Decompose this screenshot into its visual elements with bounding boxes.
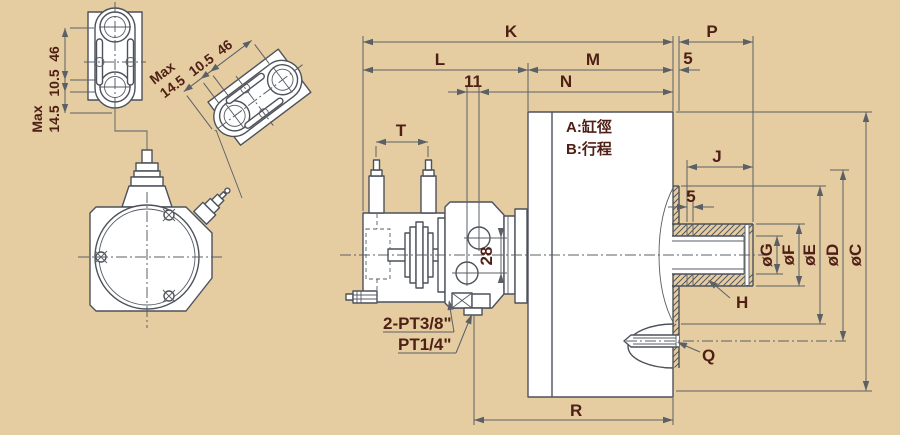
arrowhead [363,66,373,74]
arrowhead [663,66,673,74]
arrowhead [479,88,489,96]
arrowhead [839,331,847,341]
dim-max-label: Max [29,105,45,132]
port-nipple [463,307,483,316]
arrowhead [795,276,803,286]
arrowhead [693,203,703,211]
dim-dia-G: øG [757,243,776,267]
label-port-pt14: PT1/4" [398,335,451,354]
arrowhead [457,88,467,96]
plan-view-device: 46 10.5 Max 14.5 [29,2,146,133]
arrowhead [708,280,718,289]
projection-line-plan [114,109,148,161]
dim-dia-E: øE [800,244,819,266]
dim-R: R [570,401,582,420]
arrowhead [679,66,689,74]
bottom-lobe [627,323,674,369]
corner-fitting [193,187,231,225]
dim-28: 28 [477,247,496,266]
dim-11: 11 [464,72,482,91]
rear-fitting [352,290,378,304]
arrowhead [497,228,505,238]
dim-14-5-label: 14.5 [46,105,62,132]
dim-K: K [505,22,518,41]
dim-J: J [712,147,721,166]
dim-dia-D: øD [823,244,842,267]
dim-H: H [736,293,748,312]
dim-dia-F: øF [779,245,798,266]
label-ports-pt38: 2-PT3/8" [383,314,452,333]
arrowhead [773,264,781,274]
dim-P: P [706,22,717,41]
arrowhead [528,66,538,74]
arrowhead [743,163,753,171]
dimension-labels: K P L M 5 N 11 T J 5 28 øG øF øE øD øC H… [383,22,865,420]
arrowhead [518,66,528,74]
arrowhead [663,416,673,424]
arrowhead [465,314,472,325]
arrowhead [839,170,847,180]
stroke-note: B:行程 [566,140,612,158]
arrowhead [497,273,505,283]
arrowhead [816,314,824,324]
arrowhead [474,416,484,424]
arrowhead [743,38,753,46]
arrowhead [418,138,428,146]
sensor-right [420,175,437,214]
dim-N: N [560,72,572,91]
bore-note: A:缸徑 [566,118,612,136]
dim-10-5-label: 10.5 [46,69,62,96]
collar [514,208,528,304]
arrowhead [447,300,454,311]
arrowhead [663,88,673,96]
dim-5-boss: 5 [686,187,695,206]
arrowhead [376,138,386,146]
arrowhead [795,224,803,234]
dim-5-top: 5 [683,49,692,68]
arrowhead [363,38,373,46]
dim-Q: Q [702,346,715,365]
front-view [78,149,231,328]
arrowhead [862,112,870,122]
arrowhead [773,236,781,246]
arrowhead [677,342,688,349]
sensor-left [368,175,385,214]
arrowhead [687,163,697,171]
dim-L: L [435,50,445,69]
arrowhead [677,203,687,211]
arrowhead [679,38,689,46]
dim-dia-C: øC [846,244,865,267]
arrowhead [816,186,824,196]
dimension-arrows [363,38,870,424]
dim-M: M [586,50,600,69]
dim-T: T [396,121,407,140]
arrowhead [663,38,673,46]
projection-line-rotated [215,129,243,199]
arrowhead [862,381,870,391]
dim-46-label: 46 [46,46,62,62]
